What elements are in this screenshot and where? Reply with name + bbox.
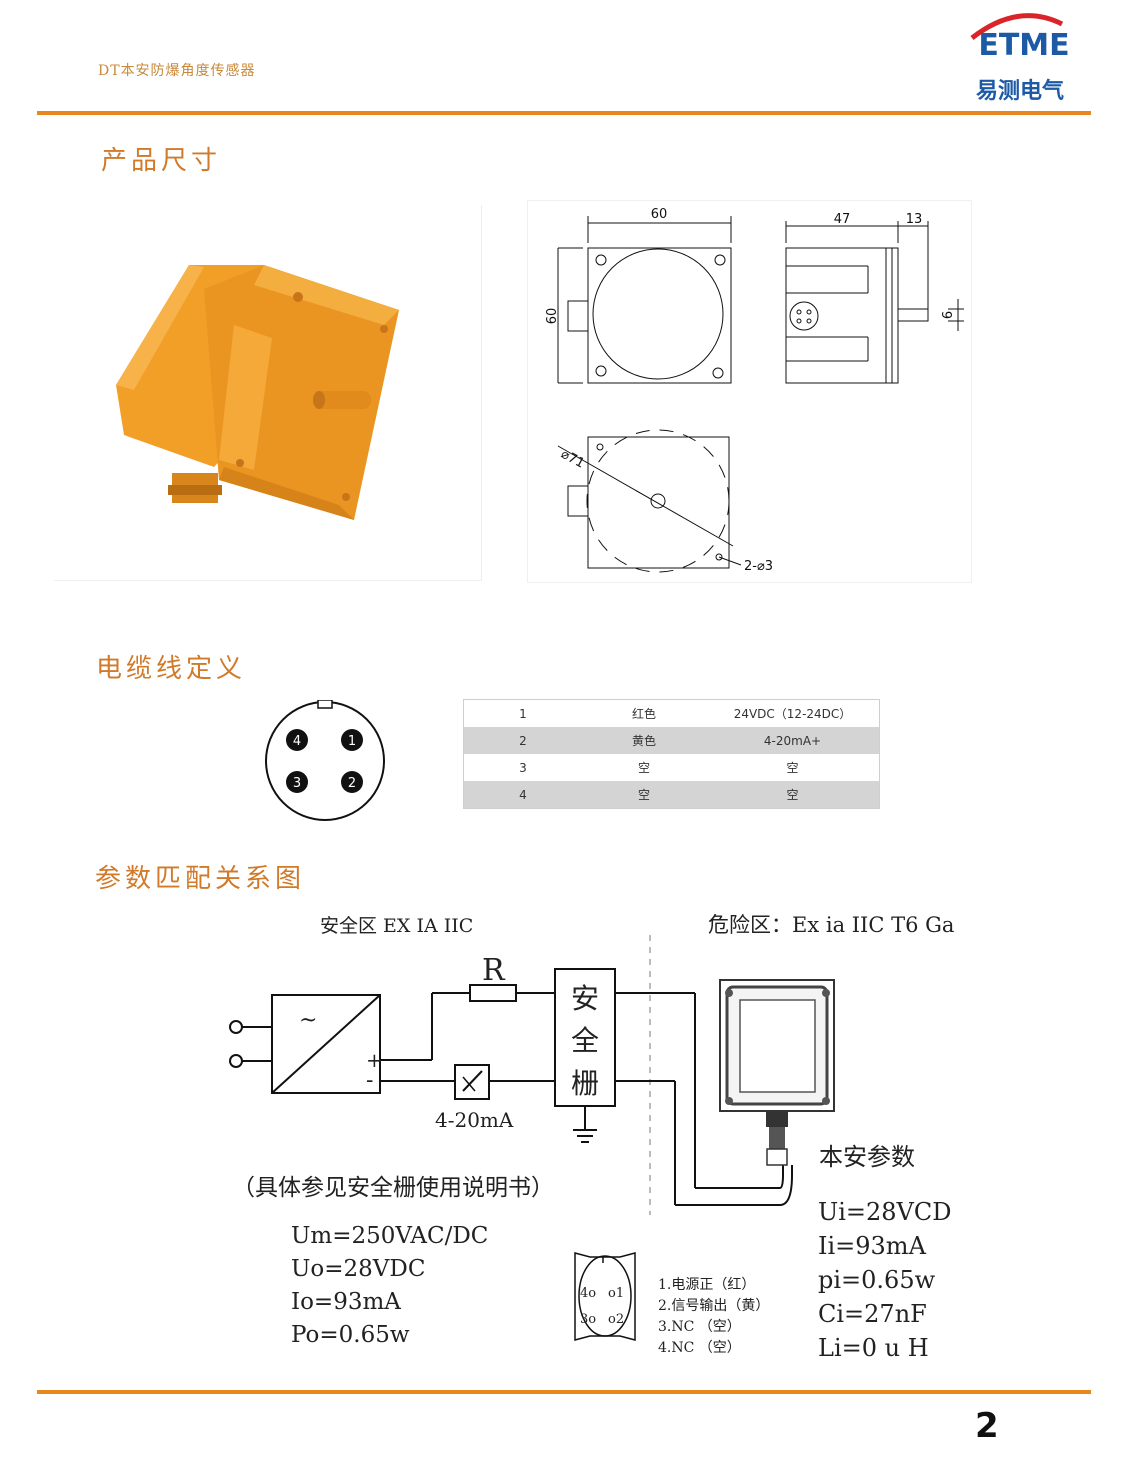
pin-label-1: 1	[348, 734, 356, 749]
current-label: 4-20mA	[435, 1108, 514, 1132]
connector-pin-4: 4o	[580, 1286, 596, 1301]
sensor-3d-image	[54, 205, 482, 581]
dim-shaft-length: 13	[906, 212, 923, 227]
dim-front-width: 60	[651, 207, 668, 222]
connector-diagram	[574, 1252, 636, 1341]
pin-label-4: 4	[293, 734, 301, 749]
is-param-ui: Ui=28VCD	[818, 1198, 952, 1226]
barrier-param-um: Um=250VAC/DC	[291, 1223, 488, 1249]
safe-zone-label: 安全区 EX IA IIC	[320, 915, 473, 937]
page-number: 2	[975, 1406, 999, 1446]
wiring-diagram: 安全区 EX IA IIC 危险区：Ex ia IIC T6 Ga	[220, 905, 1000, 1375]
barrier-param-uo: Uo=28VDC	[291, 1256, 425, 1282]
danger-zone-label: 危险区：Ex ia IIC T6 Ga	[708, 913, 954, 937]
wiring-item-2: 2.信号输出（黄）	[658, 1297, 769, 1314]
barrier-manual-note: （具体参见安全栅使用说明书）	[232, 1175, 554, 1201]
dim-circle-diameter: ⌀71	[558, 447, 587, 472]
document-title: DT本安防爆角度传感器	[98, 63, 256, 79]
barrier-char-2: 全	[571, 1024, 599, 1057]
wiring-item-3: 3.NC （空）	[658, 1319, 741, 1335]
barrier-param-po: Po=0.65w	[291, 1322, 410, 1348]
section-title-dimensions: 产品尺寸	[101, 146, 222, 176]
dimension-drawing: 60 60 47 13 6	[527, 200, 972, 583]
logo-subtitle: 易测电气	[976, 78, 1064, 104]
barrier-char-1: 安	[571, 982, 599, 1015]
wiring-item-1: 1.电源正（红）	[658, 1277, 755, 1293]
minus-sign: -	[366, 1068, 373, 1093]
header-rule	[37, 111, 1091, 115]
pin-label-2: 2	[348, 776, 356, 791]
logo-wordmark: ETME	[978, 28, 1069, 63]
is-param-ii: Ii=93mA	[818, 1232, 927, 1260]
company-logo: ETME 易测电气	[958, 6, 1088, 106]
dim-shaft-diameter: 6	[941, 311, 956, 319]
resistor-label: R	[482, 953, 506, 988]
plus-sign: +	[366, 1048, 383, 1072]
wiring-item-4: 4.NC （空）	[658, 1340, 741, 1356]
is-params-title: 本安参数	[819, 1143, 915, 1171]
barrier-char-3: 栅	[571, 1067, 599, 1100]
connector-pinout: 4 1 3 2	[262, 699, 390, 822]
section-title-cable: 电缆线定义	[96, 654, 247, 684]
pin-label-3: 3	[293, 776, 301, 791]
is-param-ci: Ci=27nF	[818, 1300, 927, 1328]
footer-rule	[37, 1390, 1091, 1394]
dim-holes: 2-⌀3	[744, 559, 773, 574]
is-param-pi: pi=0.65w	[818, 1266, 936, 1294]
barrier-param-io: Io=93mA	[291, 1289, 401, 1315]
ac-symbol: ~	[299, 1008, 317, 1033]
sensor-front-image	[719, 979, 835, 1166]
is-param-li: Li=0 u H	[818, 1334, 929, 1362]
dim-front-height: 60	[545, 308, 560, 325]
section-title-params: 参数匹配关系图	[95, 864, 306, 894]
dim-side-depth: 47	[834, 212, 851, 227]
connector-pin-3: 3o	[580, 1312, 596, 1327]
connector-pin-2: o2	[608, 1312, 624, 1327]
connector-pin-1: o1	[608, 1286, 624, 1301]
